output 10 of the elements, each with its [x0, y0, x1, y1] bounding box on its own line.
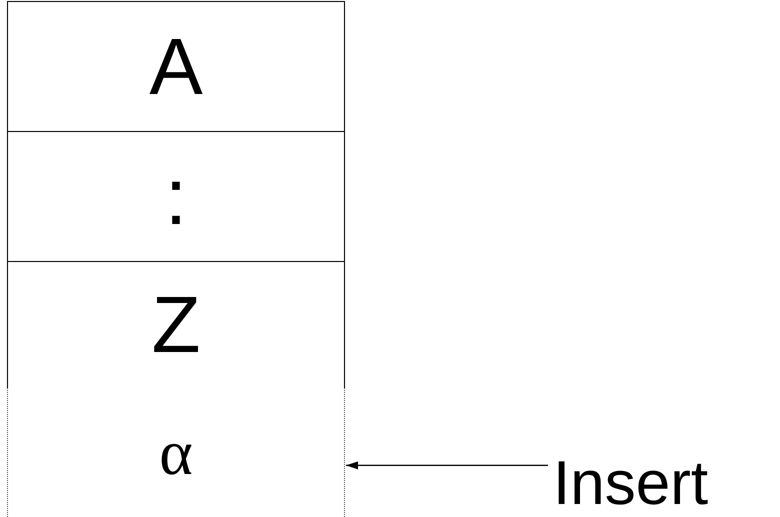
cell-text: α [159, 420, 193, 484]
text-label: Insert [553, 453, 708, 515]
stack-cell [7, 131, 345, 262]
stack-cell [7, 1, 345, 132]
cell-text: : [164, 156, 188, 236]
cell-text: A [149, 26, 203, 106]
stack-cell [7, 261, 345, 389]
stack-cell [7, 388, 345, 517]
arrow [346, 461, 548, 470]
cell-text: Z [152, 285, 200, 365]
